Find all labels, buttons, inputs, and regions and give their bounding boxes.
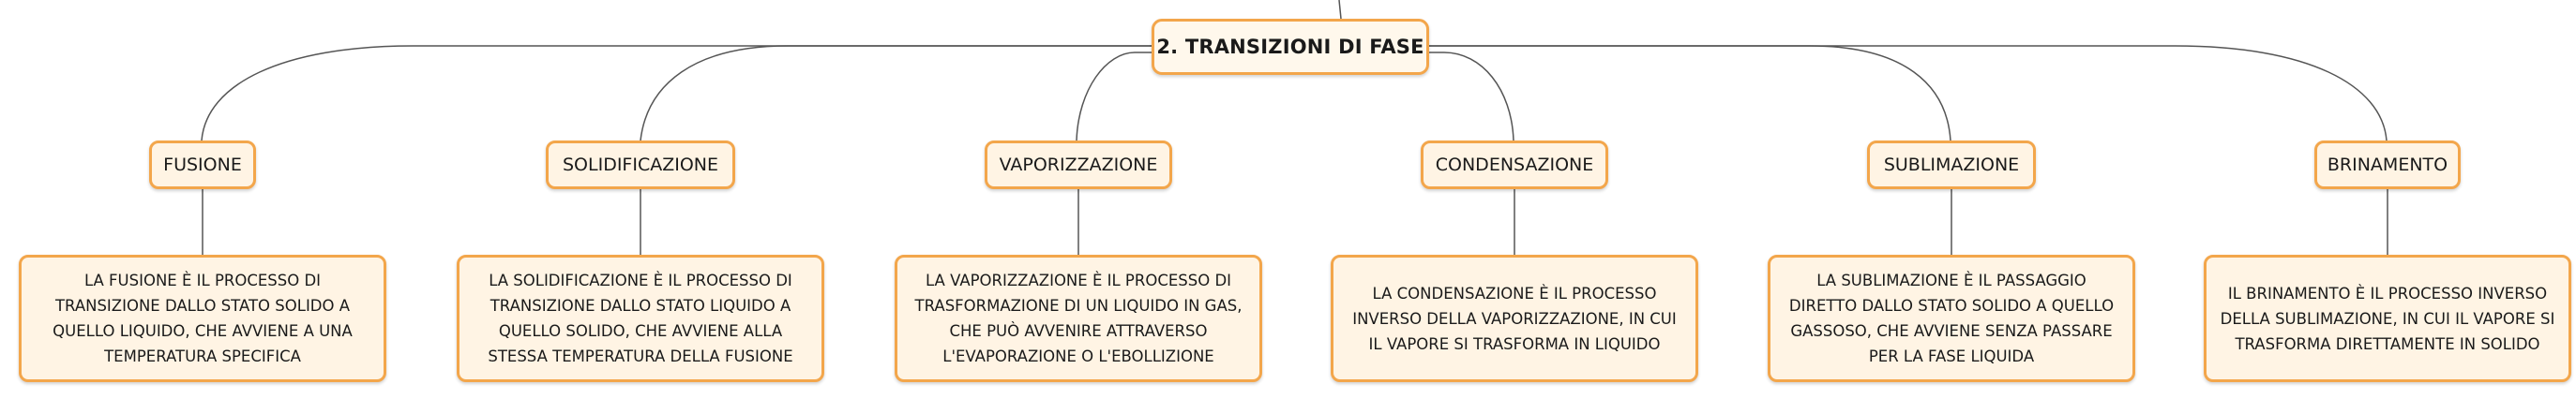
description-node-brinamento[interactable]: IL BRINAMENTO È IL PROCESSO INVERSO DELL… (2204, 255, 2571, 382)
description-node-vaporizzazione[interactable]: LA VAPORIZZAZIONE È IL PROCESSO DI TRASF… (895, 255, 1262, 382)
description-node-condensazione[interactable]: LA CONDENSAZIONE È IL PROCESSO INVERSO D… (1331, 255, 1698, 382)
topic-node-vaporizzazione[interactable]: VAPORIZZAZIONE (985, 140, 1172, 189)
topic-node-solidificazione[interactable]: SOLIDIFICAZIONE (546, 140, 735, 189)
root-node-title[interactable]: 2. TRANSIZIONI DI FASE (1152, 19, 1429, 75)
topic-node-brinamento[interactable]: BRINAMENTO (2314, 140, 2461, 189)
topic-node-sublimazione[interactable]: SUBLIMAZIONE (1867, 140, 2036, 189)
description-node-fusione[interactable]: LA FUSIONE È IL PROCESSO DI TRANSIZIONE … (19, 255, 386, 382)
description-node-sublimazione[interactable]: LA SUBLIMAZIONE È IL PASSAGGIO DIRETTO D… (1768, 255, 2135, 382)
connector-root-solidificazione (640, 45, 1152, 141)
topic-node-condensazione[interactable]: CONDENSAZIONE (1421, 140, 1608, 189)
parent-connector (1338, 0, 1342, 20)
connector-root-sublimazione (1429, 45, 1951, 141)
connector-root-brinamento (1429, 45, 2388, 141)
connector-root-condensazione (1429, 52, 1514, 141)
connector-root-fusione (201, 45, 1152, 141)
description-node-solidificazione[interactable]: LA SOLIDIFICAZIONE È IL PROCESSO DI TRAN… (457, 255, 824, 382)
connector-root-vaporizzazione (1076, 52, 1152, 141)
topic-node-fusione[interactable]: FUSIONE (149, 140, 256, 189)
